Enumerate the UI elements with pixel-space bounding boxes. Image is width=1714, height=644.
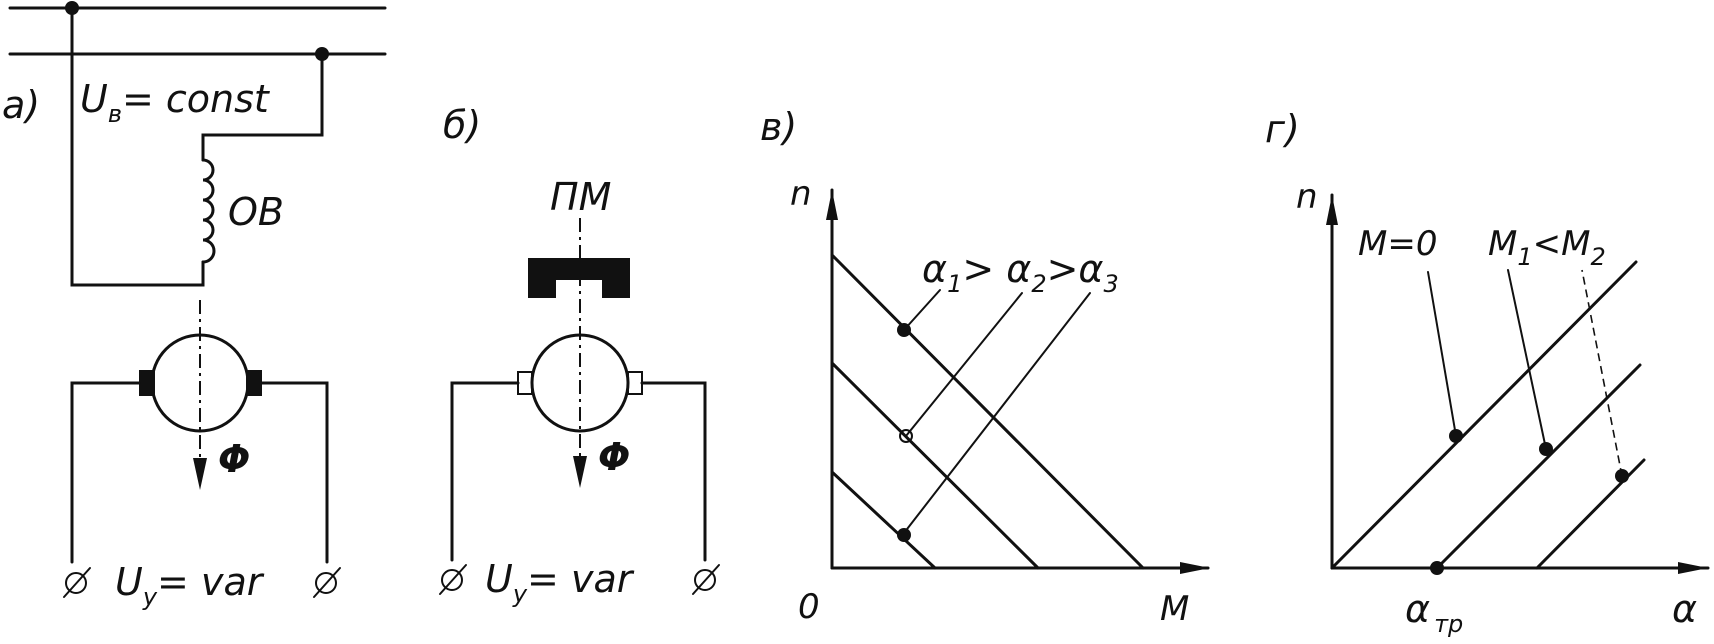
leader-line xyxy=(905,292,1023,437)
x-axis-label: α xyxy=(1672,587,1697,631)
motor-brush xyxy=(139,370,155,396)
control-wire xyxy=(450,381,520,562)
motor-brush xyxy=(627,371,643,395)
flux-label: Φ xyxy=(598,435,630,479)
y-axis-label: n xyxy=(790,174,812,214)
supply-voltage-label: Uв= const xyxy=(80,77,271,128)
leader-line xyxy=(1507,269,1547,450)
x-axis-arrowhead xyxy=(1180,562,1210,574)
excitation-winding-coil xyxy=(201,158,216,264)
motor-brush xyxy=(246,370,262,396)
terminal-icon xyxy=(63,567,91,598)
torque-relation-label: M1<M2 xyxy=(1488,224,1606,271)
characteristic-line xyxy=(830,361,1040,570)
control-wire xyxy=(640,381,707,562)
curve-point xyxy=(1430,561,1444,575)
excitation-wire xyxy=(201,52,324,162)
flux-label: Φ xyxy=(218,437,250,481)
control-voltage-label: Uу= var xyxy=(115,560,265,611)
characteristic-line xyxy=(830,253,1145,570)
magnet-label: ПМ xyxy=(550,175,611,219)
panel-c: в) n M 0 α1> α2>α3 xyxy=(760,105,1210,629)
x-axis-label: M xyxy=(1160,589,1189,629)
leader-line xyxy=(1581,269,1623,477)
terminal-icon xyxy=(439,564,467,595)
curve-point xyxy=(897,323,911,337)
x-axis-arrowhead xyxy=(1678,562,1708,574)
panel-c-label: в) xyxy=(760,105,797,149)
y-axis-label: n xyxy=(1296,177,1318,217)
terminal-icon xyxy=(313,567,341,598)
curve-point xyxy=(899,429,913,443)
flux-arrowhead xyxy=(573,456,587,488)
characteristic-line xyxy=(1435,363,1642,570)
panel-a: а) Uв= const ОВ Φ Uу= xyxy=(2,1,387,611)
panel-b: б) ПМ Φ Uу= var xyxy=(439,103,720,608)
motor-brush xyxy=(517,371,533,395)
leader-line xyxy=(1427,271,1457,437)
alpha-relation-label: α1> α2>α3 xyxy=(922,247,1119,298)
curve-point xyxy=(1539,442,1553,456)
flux-arrowhead xyxy=(193,458,207,490)
control-wire xyxy=(260,381,329,564)
curve-point xyxy=(1449,429,1463,443)
y-axis-arrowhead xyxy=(826,190,838,220)
characteristic-line xyxy=(1330,260,1638,570)
y-axis-arrowhead xyxy=(1326,195,1338,225)
characteristic-line xyxy=(830,470,937,570)
panel-b-label: б) xyxy=(443,103,481,147)
leader-line xyxy=(903,289,941,331)
control-wire xyxy=(70,381,141,564)
control-voltage-label: Uу= var xyxy=(485,557,635,608)
panel-a-label: а) xyxy=(2,83,40,127)
winding-label: ОВ xyxy=(228,190,284,234)
origin-label: 0 xyxy=(798,587,820,627)
excitation-wire xyxy=(70,6,205,287)
terminal-icon xyxy=(692,564,720,595)
curve-point xyxy=(897,528,911,542)
curve-point xyxy=(1615,469,1629,483)
leader-line xyxy=(903,292,1091,534)
zero-torque-label: M=0 xyxy=(1358,224,1437,264)
panel-d-label: г) xyxy=(1265,107,1300,151)
